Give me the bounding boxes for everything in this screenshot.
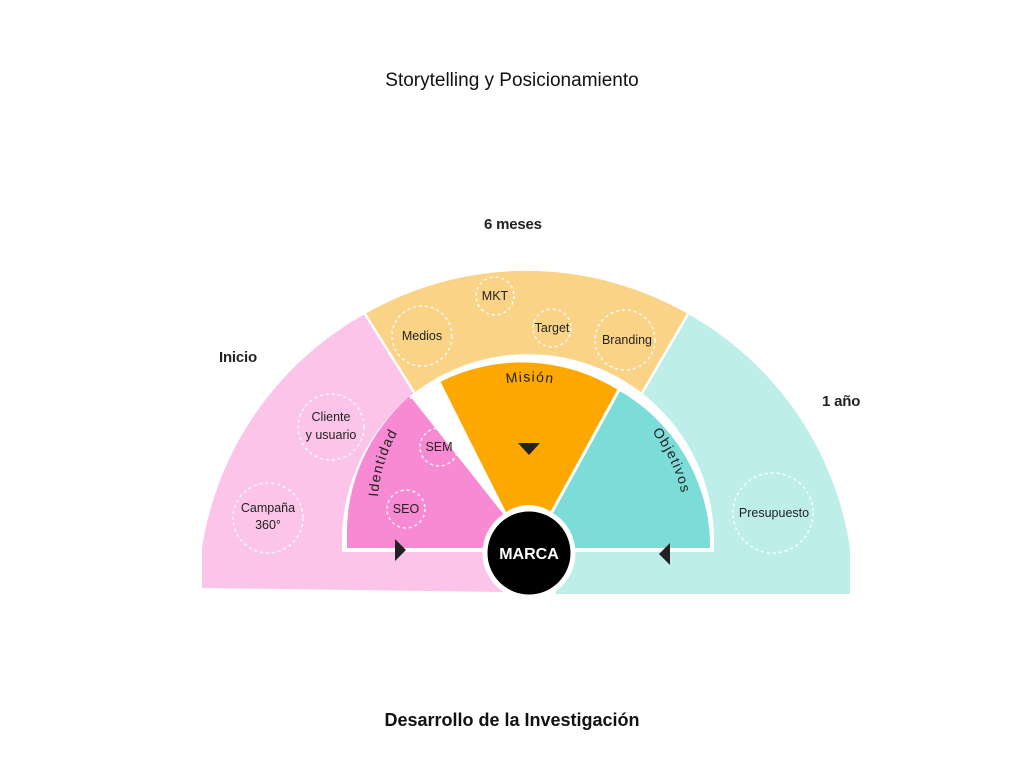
bubble-cliente-line1: Cliente <box>312 410 351 424</box>
arrow-left-icon <box>659 543 670 565</box>
arrow-right-icon <box>395 539 406 561</box>
bubble-seo: SEO <box>393 502 420 516</box>
bubble-campana-line2: 360° <box>255 518 281 532</box>
bubble-presupuesto: Presupuesto <box>739 506 809 520</box>
stage-label-seis-meses: 6 meses <box>484 216 542 233</box>
arrow-down-icon <box>518 443 540 455</box>
inner-sector-identidad <box>346 396 504 548</box>
stage-label-inicio: Inicio <box>219 349 257 366</box>
center-label: MARCA <box>499 546 559 563</box>
stage-label-un-ano: 1 año <box>822 393 860 410</box>
footer-title: Desarrollo de la Investigación <box>384 710 640 730</box>
bubble-target: Target <box>535 321 570 335</box>
bubble-mkt: MKT <box>482 289 509 303</box>
page-title: Storytelling y Posicionamiento <box>385 70 639 91</box>
inner-sector-mision <box>440 362 618 512</box>
bubble-medios: Medios <box>402 329 442 343</box>
center-circle <box>482 506 576 600</box>
bubble-campana-line1: Campaña <box>241 501 295 515</box>
bubble-cliente-line2: y usuario <box>306 428 357 442</box>
inner-label-mision: Misión <box>505 369 556 387</box>
inner-sector-objetivos <box>552 390 710 548</box>
bubble-branding: Branding <box>602 333 652 347</box>
bubble-sem: SEM <box>425 440 452 454</box>
